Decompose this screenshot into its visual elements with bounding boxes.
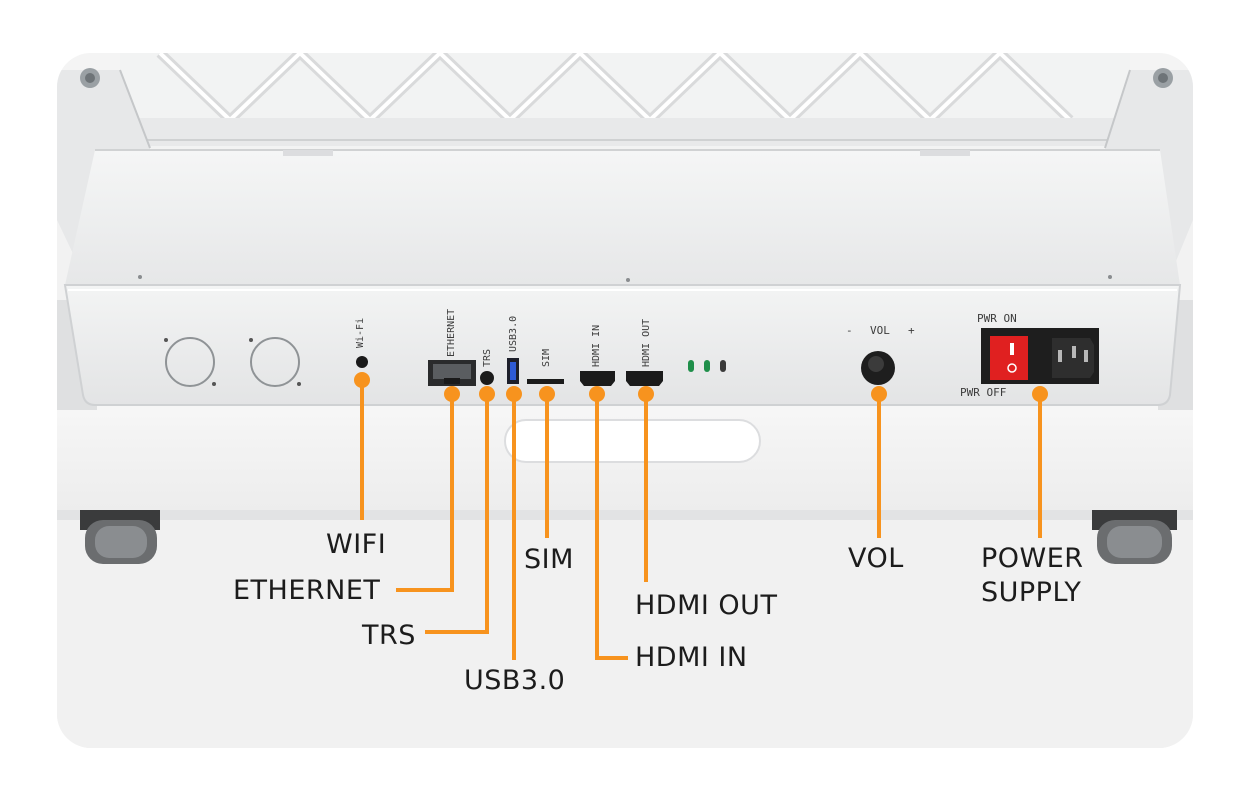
leader-ethernet-line	[396, 394, 454, 592]
leader-sim	[539, 386, 555, 538]
silk-hdmi-out: HDMI OUT	[641, 319, 652, 367]
silk-wifi: Wi-Fi	[355, 318, 366, 348]
label-sim: SIM	[524, 544, 574, 575]
leader-ethernet-dot	[444, 386, 460, 402]
power-inlet	[981, 328, 1099, 384]
leader-hdmi-in-dot	[589, 386, 605, 402]
silk-sim: SIM	[541, 349, 552, 367]
silk-vol-minus: -	[846, 324, 853, 337]
leader-ethernet	[396, 386, 460, 592]
label-ethernet: ETHERNET	[233, 575, 381, 606]
silk-pwr-on: PWR ON	[977, 312, 1017, 325]
silk-ethernet: ETHERNET	[446, 309, 457, 357]
power-rocker-switch	[990, 336, 1028, 380]
knockout-left	[164, 337, 216, 387]
silk-trs: TRS	[482, 349, 493, 367]
wifi-antenna-port	[356, 356, 368, 368]
io-panel	[63, 284, 1182, 406]
label-power-line1: POWER	[981, 543, 1084, 574]
hdmi-in-port	[580, 371, 615, 386]
caster-right	[1092, 510, 1177, 564]
leader-power-dot	[1032, 386, 1048, 402]
leader-wifi	[354, 372, 370, 520]
sim-slot	[527, 379, 564, 384]
volume-knob	[861, 351, 895, 385]
label-hdmi-out: HDMI OUT	[635, 590, 778, 621]
base-shelf	[57, 300, 1193, 520]
leader-wifi-dot	[354, 372, 370, 388]
label-trs: TRS	[362, 620, 416, 651]
leader-power	[1032, 386, 1048, 538]
label-vol: VOL	[848, 543, 904, 574]
silk-hdmi-in: HDMI IN	[591, 325, 602, 367]
leader-vol	[871, 386, 887, 538]
trs-jack	[480, 371, 494, 385]
leader-trs-dot	[479, 386, 495, 402]
label-power-line2: SUPPLY	[981, 577, 1082, 608]
leader-hdmi-out-dot	[638, 386, 654, 402]
ethernet-port	[428, 360, 476, 386]
silk-pwr-off: PWR OFF	[960, 386, 1006, 399]
leader-hdmi-out	[638, 386, 654, 582]
leader-trs	[425, 386, 495, 634]
floor	[57, 520, 1193, 748]
leader-trs-line	[425, 394, 489, 634]
handle-slot	[504, 419, 761, 463]
leader-usb-dot	[506, 386, 522, 402]
photo-content: Wi-Fi ETHERNET TRS USB3.0 SIM HDMI IN HD…	[57, 53, 1193, 748]
status-leds	[688, 360, 726, 372]
silk-vol-plus: +	[908, 324, 915, 337]
callout-leaders	[354, 372, 1048, 660]
box-top	[65, 150, 1180, 285]
leader-vol-dot	[871, 386, 887, 402]
leader-sim-dot	[539, 386, 555, 402]
label-wifi: WIFI	[326, 529, 387, 560]
silk-usb: USB3.0	[508, 316, 519, 352]
caster-left	[80, 510, 160, 564]
leader-hdmi-in	[589, 386, 628, 660]
leader-hdmi-in-line	[595, 394, 628, 660]
hdmi-out-port	[626, 371, 663, 386]
knockout-right	[249, 337, 301, 387]
leader-usb	[506, 386, 522, 660]
silk-vol: VOL	[870, 324, 890, 337]
label-hdmi-in: HDMI IN	[635, 642, 748, 673]
label-usb: USB3.0	[464, 665, 566, 696]
